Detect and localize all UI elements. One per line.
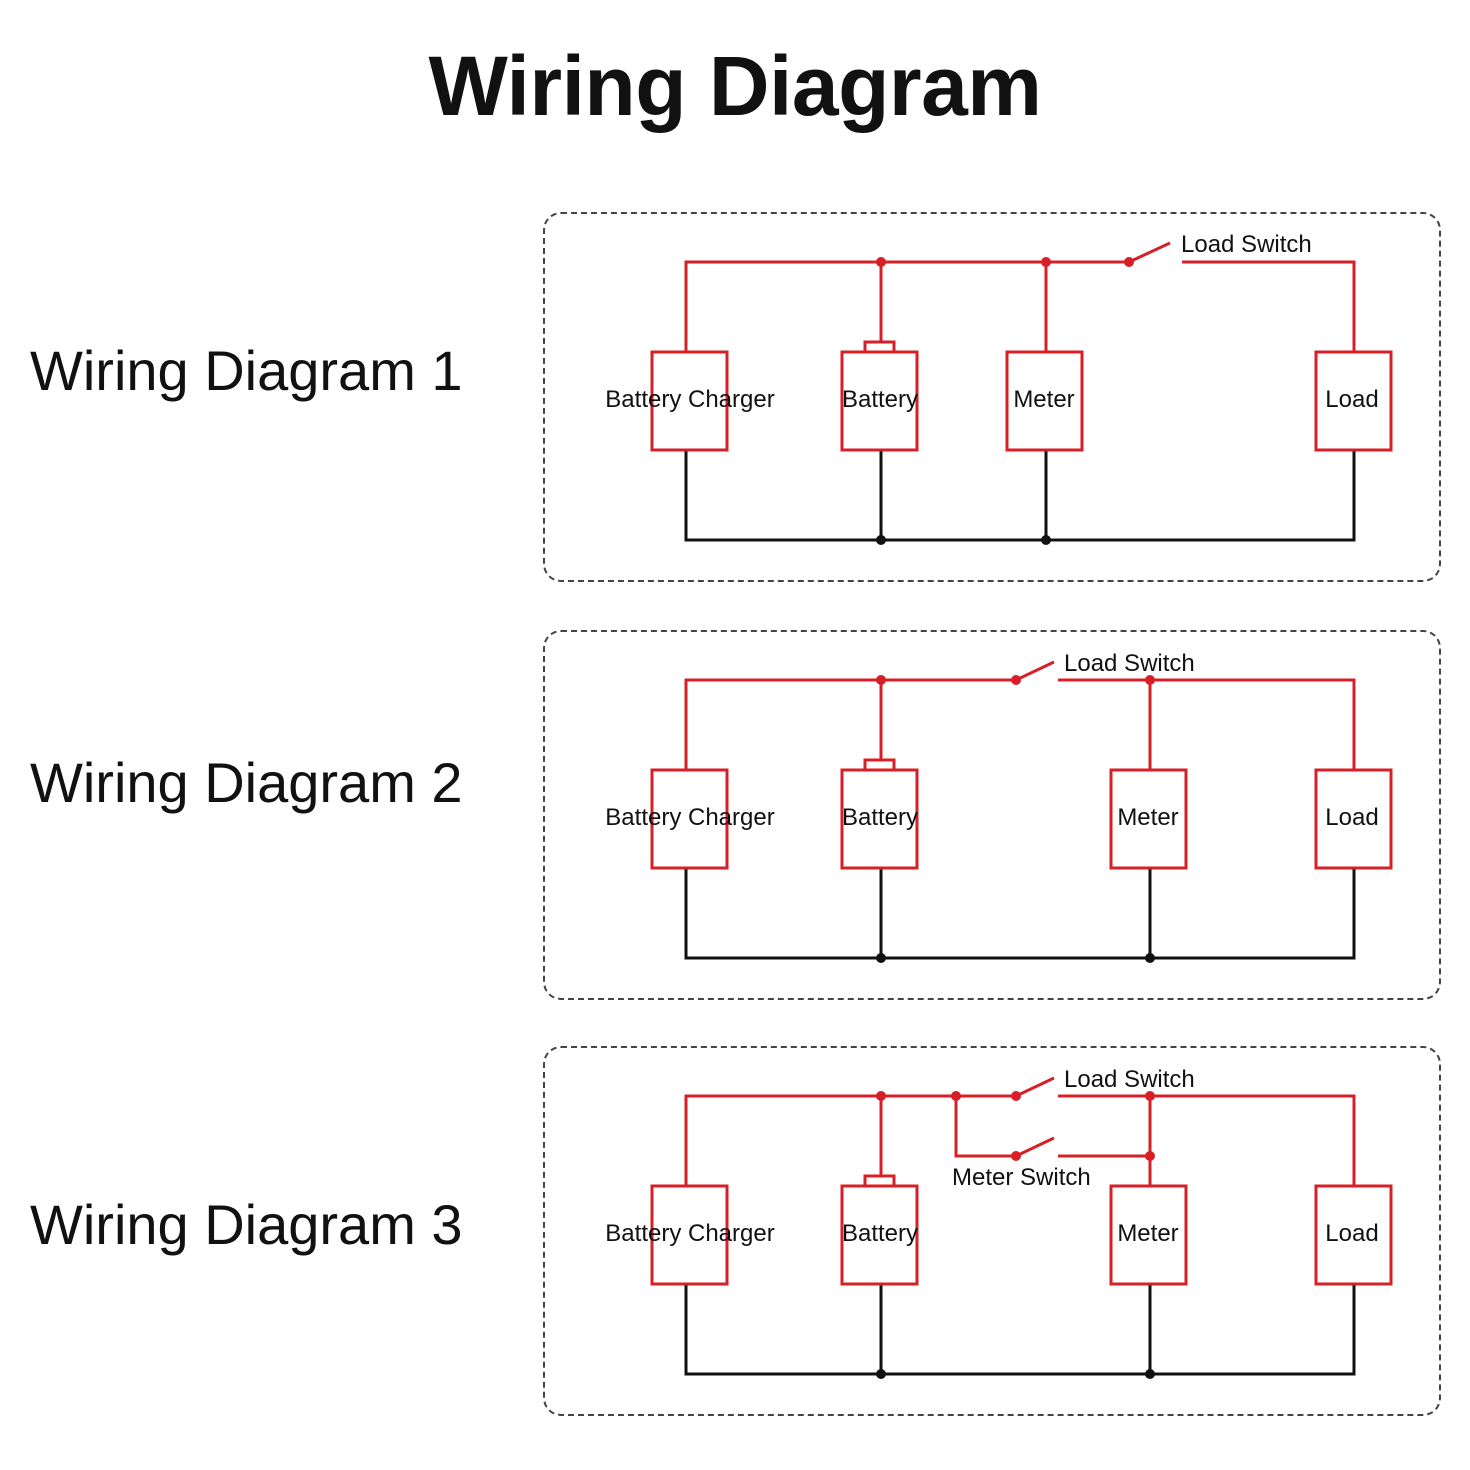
junction-dot bbox=[876, 675, 886, 685]
junction-dot bbox=[1041, 535, 1051, 545]
load-label: Load bbox=[1325, 1220, 1378, 1247]
junction-dot bbox=[1145, 1151, 1155, 1161]
meter-box bbox=[1109, 1184, 1188, 1286]
battery-charger-box bbox=[650, 768, 729, 870]
load-switch-output bbox=[1182, 260, 1356, 352]
junction-dot bbox=[951, 1091, 961, 1101]
positive-rail bbox=[684, 1094, 1016, 1186]
load-switch-label: Load Switch bbox=[1064, 650, 1195, 677]
diagram-1-panel bbox=[543, 212, 1441, 582]
load-label: Load bbox=[1325, 804, 1378, 831]
positive-rail bbox=[684, 678, 1016, 770]
meter-box bbox=[1005, 350, 1084, 452]
switch-contact-dot bbox=[1011, 1091, 1021, 1101]
load-label: Load bbox=[1325, 386, 1378, 413]
meter-switch-lever bbox=[1015, 1136, 1055, 1158]
switch-contact-dot bbox=[1124, 257, 1134, 267]
junction-dot bbox=[876, 1369, 886, 1379]
battery-box bbox=[840, 1184, 919, 1286]
junction-dot bbox=[1145, 675, 1155, 685]
load-switch-label: Load Switch bbox=[1181, 231, 1312, 258]
battery-label: Battery bbox=[842, 386, 918, 413]
junction-dot bbox=[876, 535, 886, 545]
junction-dot bbox=[1145, 1091, 1155, 1101]
load-switch-lever bbox=[1128, 241, 1171, 264]
negative-rail bbox=[684, 1284, 1356, 1376]
load-switch-lever bbox=[1015, 660, 1055, 682]
load-switch-label: Load Switch bbox=[1064, 1066, 1195, 1093]
meter-switch-input bbox=[954, 1096, 1016, 1158]
diagram-2-panel bbox=[543, 630, 1441, 1000]
battery-charger-box bbox=[650, 1184, 729, 1286]
junction-dot bbox=[1041, 257, 1051, 267]
junction-dot bbox=[1145, 953, 1155, 963]
negative-rail bbox=[684, 868, 1356, 960]
diagram-3-label: Wiring Diagram 3 bbox=[30, 1193, 463, 1256]
page-title: Wiring Diagram bbox=[428, 39, 1043, 133]
load-box bbox=[1314, 350, 1393, 452]
diagram-1-label: Wiring Diagram 1 bbox=[30, 339, 463, 402]
load-box bbox=[1314, 768, 1393, 870]
battery-label: Battery bbox=[842, 1220, 918, 1247]
battery-charger-label: Battery Charger bbox=[605, 386, 774, 413]
switch-contact-dot bbox=[1011, 675, 1021, 685]
switch-contact-dot bbox=[1011, 1151, 1021, 1161]
battery-charger-label: Battery Charger bbox=[605, 1220, 774, 1247]
load-switch-output bbox=[1058, 1094, 1356, 1186]
battery-charger-box bbox=[650, 350, 729, 452]
battery-box bbox=[840, 350, 919, 452]
positive-rail bbox=[684, 260, 1129, 352]
diagram-2-label: Wiring Diagram 2 bbox=[30, 751, 463, 814]
meter-label: Meter bbox=[1117, 804, 1178, 831]
meter-label: Meter bbox=[1117, 1220, 1178, 1247]
load-box bbox=[1314, 1184, 1393, 1286]
meter-label: Meter bbox=[1013, 386, 1074, 413]
load-switch-lever bbox=[1015, 1076, 1055, 1098]
junction-dot bbox=[876, 1091, 886, 1101]
meter-box bbox=[1109, 768, 1188, 870]
battery-label: Battery bbox=[842, 804, 918, 831]
negative-rail bbox=[684, 450, 1356, 542]
battery-box bbox=[840, 768, 919, 870]
load-switch-output bbox=[1058, 678, 1356, 770]
battery-charger-label: Battery Charger bbox=[605, 804, 774, 831]
junction-dot bbox=[1145, 1369, 1155, 1379]
junction-dot bbox=[876, 257, 886, 267]
junction-dot bbox=[876, 953, 886, 963]
diagram-3-panel bbox=[543, 1046, 1441, 1416]
meter-switch-label: Meter Switch bbox=[952, 1164, 1091, 1191]
